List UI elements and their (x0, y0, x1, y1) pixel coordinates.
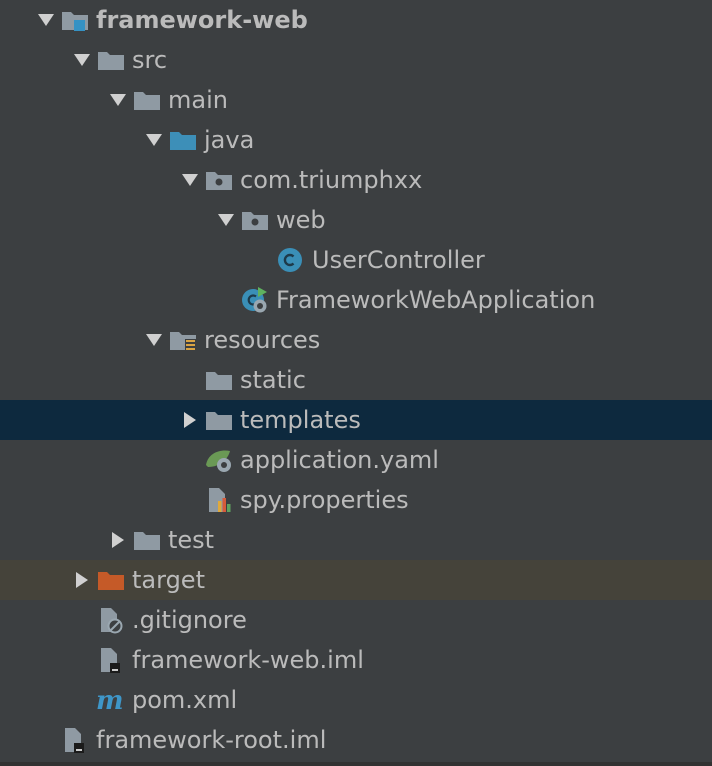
tree-item-label: FrameworkWebApplication (276, 286, 596, 314)
tree-item-static[interactable]: static (0, 360, 712, 400)
chevron-down-icon[interactable] (104, 80, 132, 120)
module-folder-icon (60, 0, 90, 40)
tree-item-resources[interactable]: resources (0, 320, 712, 360)
chevron-right-icon[interactable] (176, 400, 204, 440)
chevron-down-icon[interactable] (212, 200, 240, 240)
folder-icon (204, 400, 234, 440)
tree-item-target[interactable]: target (0, 560, 712, 600)
folder-icon (96, 40, 126, 80)
ignore-file-icon (96, 600, 126, 640)
svg-text:m: m (96, 686, 124, 715)
tree-item-label: spy.properties (240, 486, 409, 514)
tree-item-label: resources (204, 326, 321, 354)
folder-icon (204, 360, 234, 400)
indent-spacer (176, 360, 204, 400)
chevron-down-icon[interactable] (140, 320, 168, 360)
tree-item-label: templates (240, 406, 361, 434)
tree-item-framework-web-iml[interactable]: framework-web.iml (0, 640, 712, 680)
class-icon (276, 240, 306, 280)
iml-file-icon (96, 640, 126, 680)
resources-folder-icon (168, 320, 198, 360)
tree-item-label: .gitignore (132, 606, 247, 634)
properties-file-icon (204, 480, 234, 520)
tree-item-label: static (240, 366, 306, 394)
tree-item-templates[interactable]: templates (0, 400, 712, 440)
chevron-down-icon[interactable] (140, 120, 168, 160)
tree-item-usercontroller[interactable]: UserController (0, 240, 712, 280)
tree-item-label: framework-root.iml (96, 726, 327, 754)
spring-config-icon (204, 440, 234, 480)
indent-spacer (68, 640, 96, 680)
indent-spacer (176, 440, 204, 480)
indent-spacer (68, 600, 96, 640)
tree-item-label: framework-web.iml (132, 646, 364, 674)
tree-item-spy-properties[interactable]: spy.properties (0, 480, 712, 520)
tree-item-label: UserController (312, 246, 485, 274)
bottom-divider (0, 762, 712, 766)
tree-item-label: web (276, 206, 326, 234)
package-icon (204, 160, 234, 200)
tree-item-label: com.triumphxx (240, 166, 423, 194)
tree-item-com-triumphxx[interactable]: com.triumphxx (0, 160, 712, 200)
tree-item-label: framework-web (96, 6, 308, 34)
tree-item-framework-web[interactable]: framework-web (0, 0, 712, 40)
source-folder-icon (168, 120, 198, 160)
tree-item-label: target (132, 566, 205, 594)
tree-item-gitignore[interactable]: .gitignore (0, 600, 712, 640)
chevron-right-icon[interactable] (68, 560, 96, 600)
spring-boot-class-icon (240, 280, 270, 320)
chevron-down-icon[interactable] (32, 0, 60, 40)
tree-item-framework-root-iml[interactable]: framework-root.iml (0, 720, 712, 760)
indent-spacer (176, 480, 204, 520)
tree-item-frameworkwebapplication[interactable]: FrameworkWebApplication (0, 280, 712, 320)
excluded-folder-icon (96, 560, 126, 600)
iml-file-icon (60, 720, 90, 760)
maven-icon: m (96, 680, 126, 720)
chevron-right-icon[interactable] (104, 520, 132, 560)
tree-item-application-yaml[interactable]: application.yaml (0, 440, 712, 480)
indent-spacer (68, 680, 96, 720)
tree-item-test[interactable]: test (0, 520, 712, 560)
chevron-down-icon[interactable] (68, 40, 96, 80)
indent-spacer (248, 240, 276, 280)
tree-item-label: java (204, 126, 255, 154)
tree-item-java[interactable]: java (0, 120, 712, 160)
tree-item-label: application.yaml (240, 446, 439, 474)
folder-icon (132, 80, 162, 120)
indent-spacer (32, 720, 60, 760)
tree-item-label: main (168, 86, 228, 114)
indent-spacer (212, 280, 240, 320)
tree-item-pom-xml[interactable]: m pom.xml (0, 680, 712, 720)
tree-item-web[interactable]: web (0, 200, 712, 240)
tree-item-src[interactable]: src (0, 40, 712, 80)
folder-icon (132, 520, 162, 560)
tree-item-label: test (168, 526, 215, 554)
tree-item-label: src (132, 46, 168, 74)
tree-item-label: pom.xml (132, 686, 238, 714)
tree-item-main[interactable]: main (0, 80, 712, 120)
chevron-down-icon[interactable] (176, 160, 204, 200)
package-icon (240, 200, 270, 240)
